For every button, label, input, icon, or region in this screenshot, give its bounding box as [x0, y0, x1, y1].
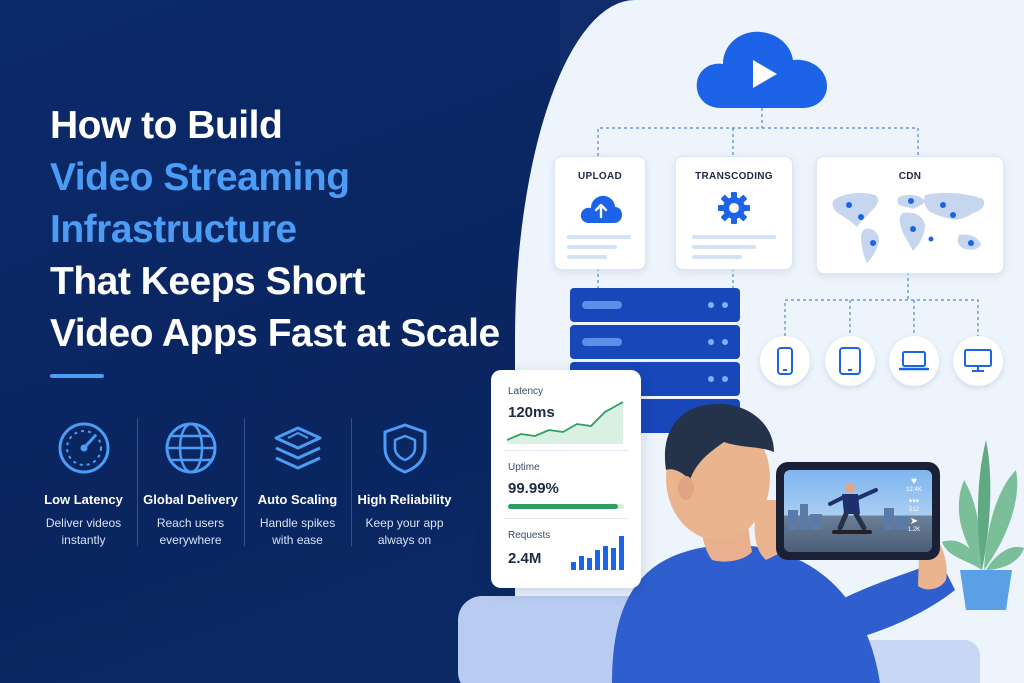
latency-label: Latency	[508, 386, 544, 397]
upload-label: UPLOAD	[577, 171, 623, 182]
monitor-icon	[964, 349, 992, 372]
laptop-icon	[899, 351, 929, 371]
requests-bar-chart	[571, 536, 624, 570]
cdn-label: CDN	[898, 171, 922, 182]
device-phone	[760, 336, 810, 386]
gear-icon	[717, 191, 751, 230]
tablet-icon	[839, 347, 861, 375]
title-underline	[50, 374, 104, 378]
world-map-icon	[827, 187, 993, 270]
placeholder-line	[692, 255, 742, 259]
server-unit	[570, 288, 740, 322]
latency-sparkline	[507, 401, 624, 444]
divider	[503, 450, 629, 451]
comment-count: 512	[908, 507, 919, 513]
tablet-device: ♥ 12.4K ••• 512 ➤ 1.2K	[776, 462, 940, 560]
divider	[503, 518, 629, 519]
heart-icon[interactable]: ♥	[911, 476, 917, 487]
cdn-card: CDN	[816, 156, 1004, 274]
uptime-progress-track	[508, 504, 624, 509]
metrics-card: Latency 120ms Uptime 99.99% Requests 2.4…	[491, 370, 641, 588]
headline-line-3: Infrastructure	[50, 208, 297, 251]
left-panel	[0, 0, 560, 683]
video-actions: ♥ 12.4K ••• 512 ➤ 1.2K	[902, 476, 926, 534]
share-icon[interactable]: ➤	[909, 516, 919, 527]
like-count: 12.4K	[906, 487, 922, 493]
placeholder-line	[567, 245, 617, 249]
cloud-upload-icon	[579, 193, 623, 230]
headline-line-4: That Keeps Short	[50, 260, 365, 303]
headline: How to Build Video Streaming Infrastruct…	[50, 100, 510, 360]
placeholder-line	[692, 245, 756, 249]
placeholder-line	[567, 235, 631, 239]
headline-line-2: Video Streaming	[50, 156, 350, 199]
uptime-progress-fill	[508, 504, 619, 509]
share-count: 1.2K	[907, 527, 921, 533]
shield-icon	[351, 418, 458, 478]
transcoding-label: TRANSCODING	[695, 171, 773, 182]
placeholder-line	[692, 235, 776, 239]
video-player[interactable]	[784, 470, 932, 552]
device-laptop	[889, 336, 939, 386]
latency-value: 120ms	[508, 404, 555, 421]
device-tablet	[825, 336, 875, 386]
headline-line-1: How to Build	[50, 104, 283, 147]
plant-illustration	[942, 420, 1024, 620]
placeholder-line	[567, 255, 607, 259]
transcoding-card: TRANSCODING	[675, 156, 793, 270]
feature-title: Auto Scaling	[257, 492, 338, 507]
speedometer-icon	[30, 418, 137, 478]
server-unit	[570, 325, 740, 359]
skateboarder-illustration	[788, 483, 908, 534]
smartphone-icon	[777, 347, 793, 375]
feature-title: High Reliability	[357, 492, 452, 507]
layers-icon	[244, 418, 351, 478]
feature-title: Global Delivery	[143, 492, 238, 507]
feature-title: Low Latency	[44, 492, 123, 507]
headline-line-5: Video Apps Fast at Scale	[50, 312, 500, 355]
requests-value: 2.4M	[508, 550, 542, 567]
globe-icon	[137, 418, 244, 478]
requests-label: Requests	[508, 530, 551, 541]
upload-card: UPLOAD	[554, 156, 646, 270]
comment-icon[interactable]: •••	[908, 496, 920, 507]
uptime-value: 99.99%	[508, 480, 559, 497]
cloud-play-icon	[693, 22, 831, 112]
uptime-label: Uptime	[508, 462, 540, 473]
device-monitor	[953, 336, 1003, 386]
